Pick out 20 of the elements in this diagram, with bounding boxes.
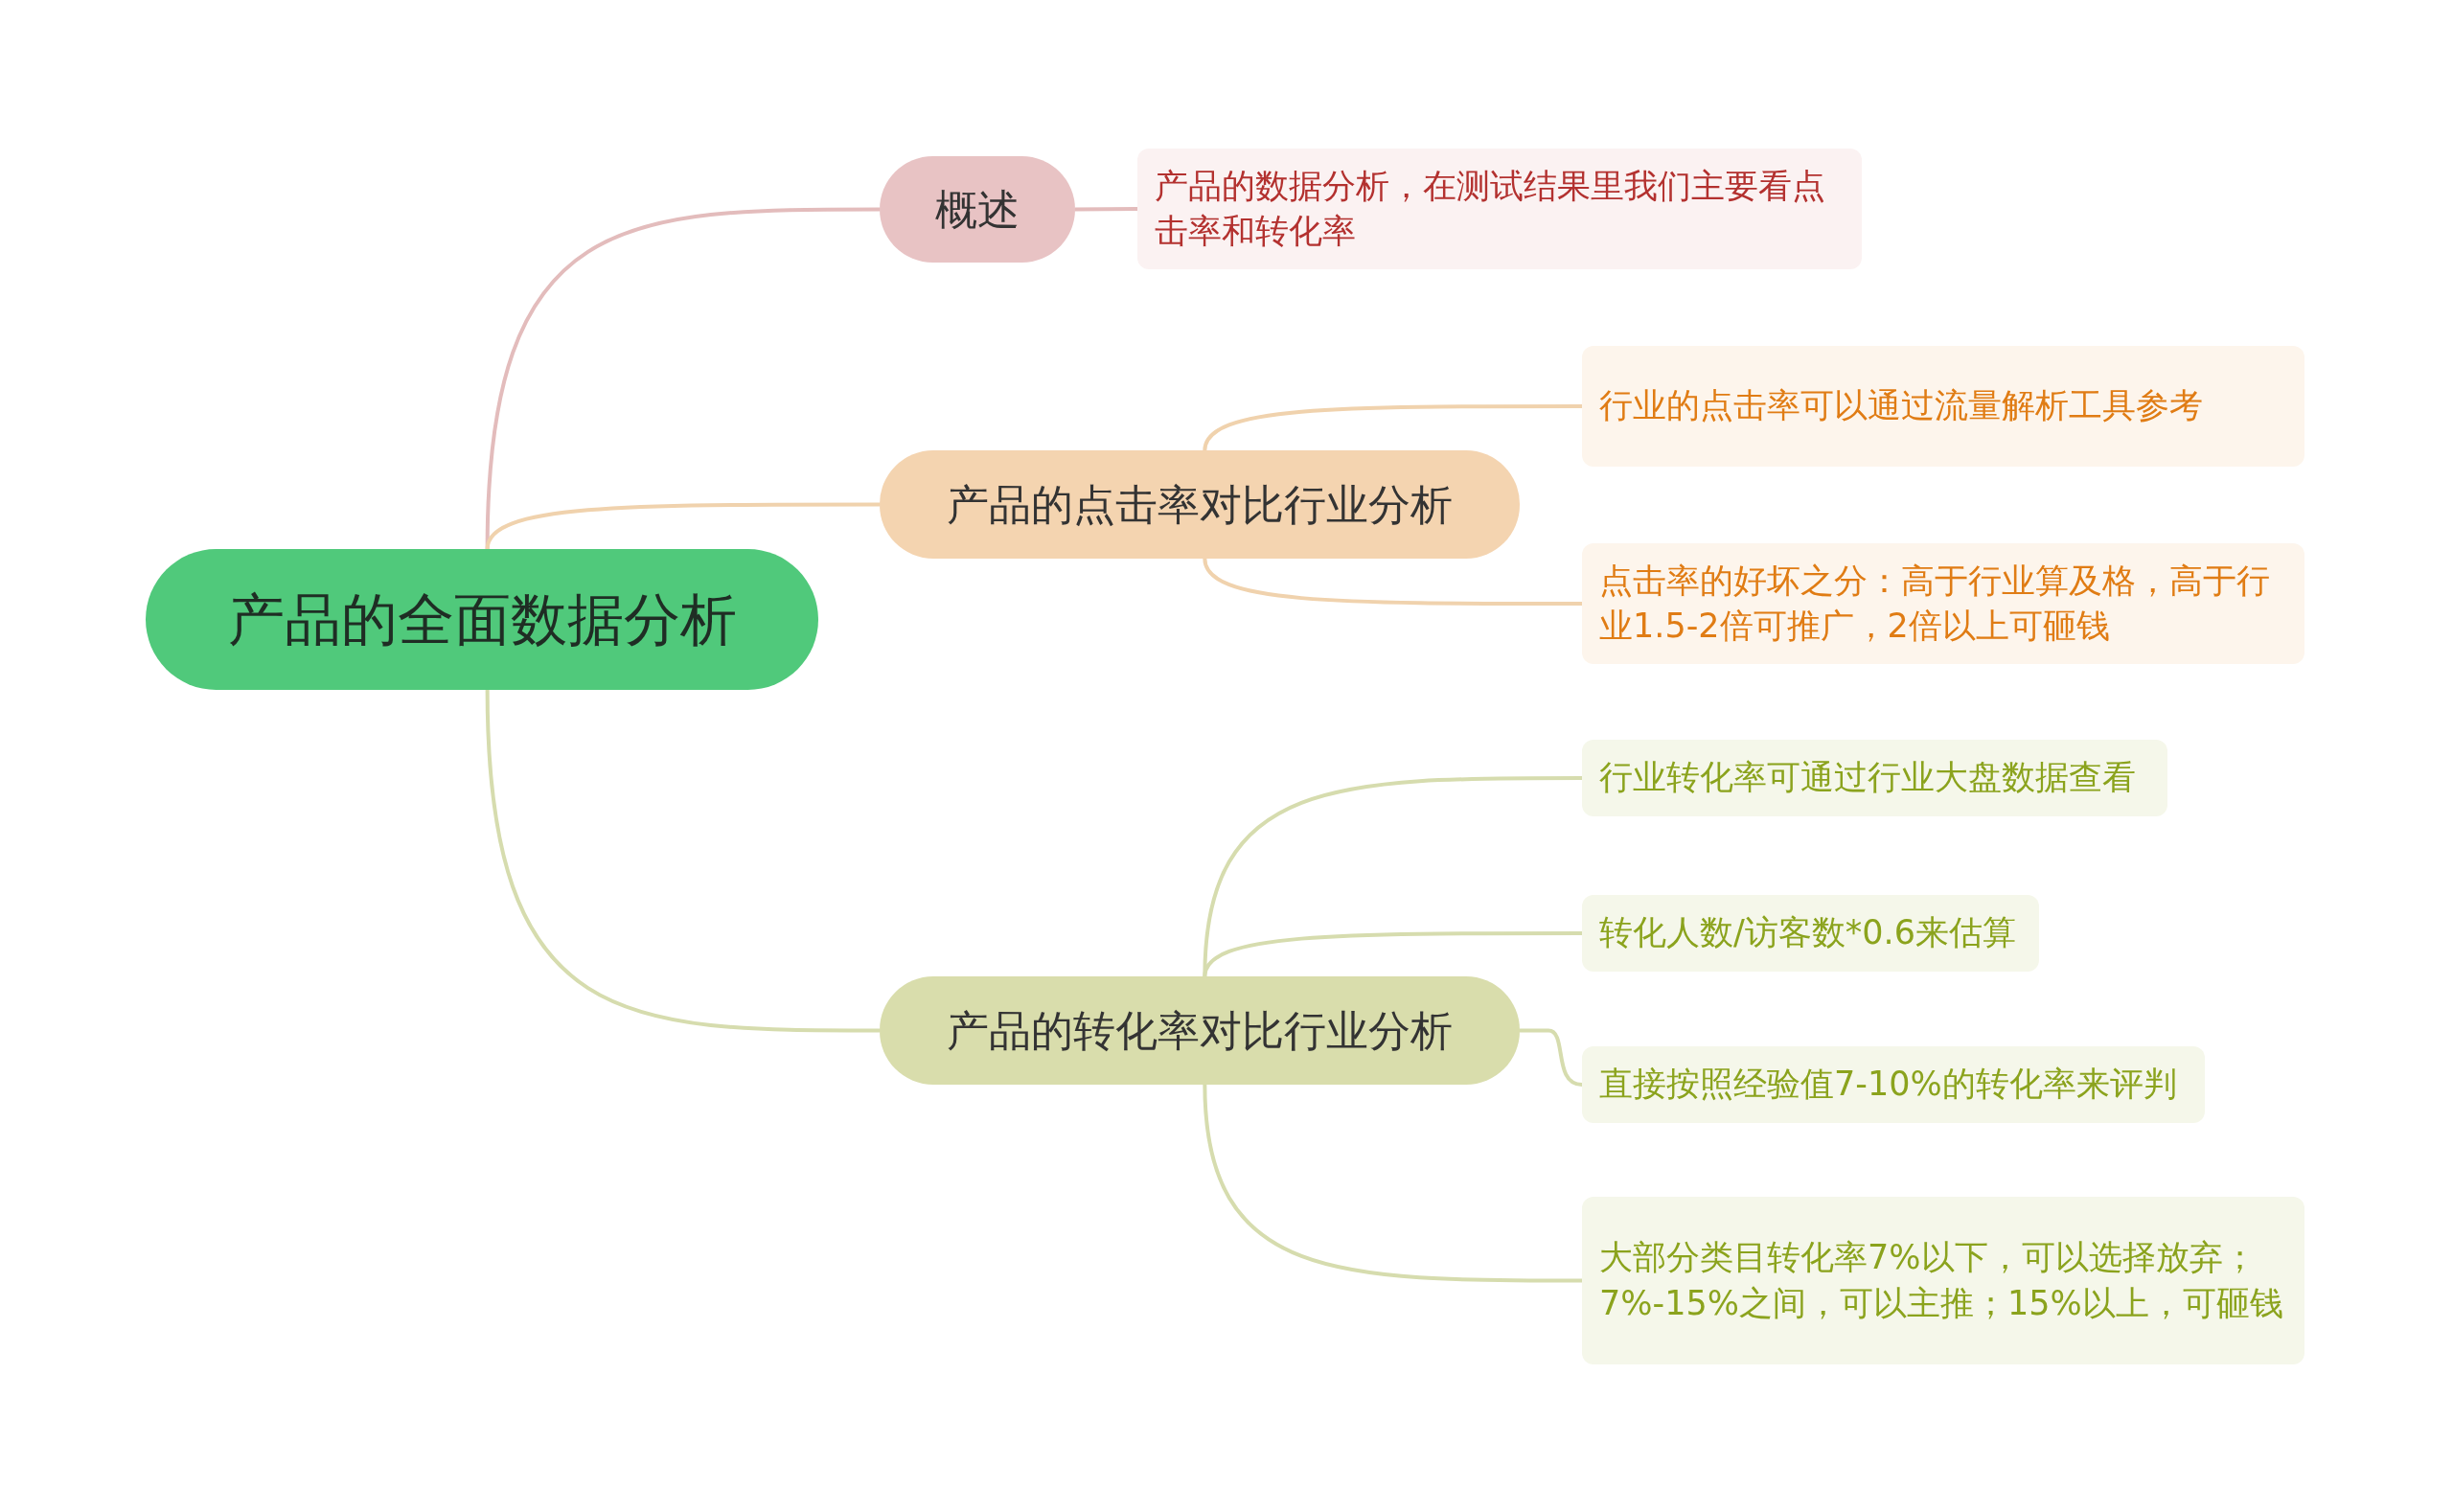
note-box: 行业转化率可通过行业大盘数据查看 [1582,740,2167,816]
note-box: 行业的点击率可以通过流量解析工具参考 [1582,346,2304,467]
connector-line [1203,1084,1582,1283]
note-box: 产品的数据分析，在测试结果里我们主要看点击率和转化率 [1137,149,1862,269]
connector-line [1203,776,1582,977]
topic-pill: 产品的点击率对比行业分析 [880,450,1520,559]
note-box: 直接按照经验值7-10%的转化率来评判 [1582,1046,2205,1123]
connector-line [485,689,880,1033]
topic-pill: 产品的转化率对比行业分析 [880,976,1520,1085]
note-box: 点击率的好坏之分：高于行业算及格，高于行业1.5-2倍可推广，2倍以上可砸钱 [1582,543,2304,664]
connector-line [1203,558,1582,606]
note-box: 转化人数/访客数*0.6来估算 [1582,895,2039,972]
root-topic: 产品的全面数据分析 [146,549,818,690]
connector-line [1203,931,1582,977]
connector-line [485,502,880,550]
connector-line [1520,1028,1583,1087]
topic-pill: 概述 [880,156,1075,263]
note-box: 大部分类目转化率7%以下，可以选择放弃；7%-15%之间，可以主推；15%以上，可砸钱 [1582,1197,2304,1364]
connector-line [1203,404,1582,451]
connector-line [1075,207,1137,212]
